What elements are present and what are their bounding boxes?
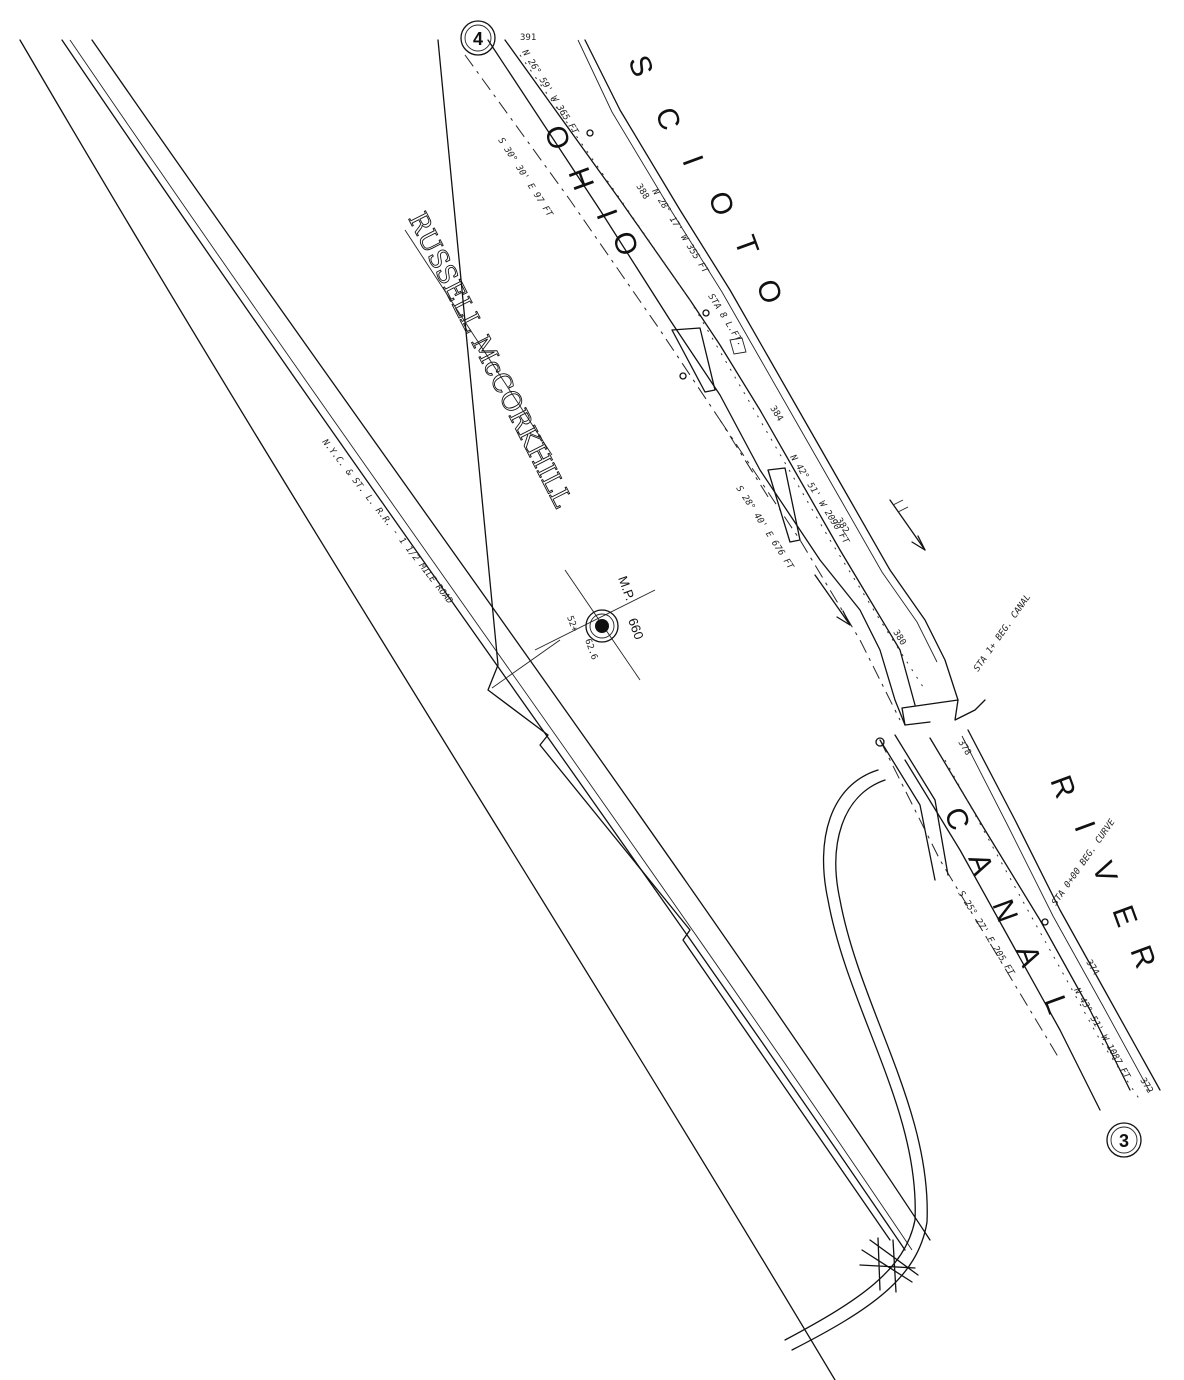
note-1: STA 1+ BEG. CANAL (972, 593, 1033, 674)
bearing-6: N 43° 51' W 1087 FT (1071, 986, 1132, 1082)
flow-arrow-canal (814, 574, 851, 626)
label-canal-n: N (985, 895, 1024, 929)
label-scioto-o: O (701, 187, 741, 222)
survey-point-2 (702, 309, 710, 317)
canal-bank-west-lower (904, 759, 1101, 1111)
road-loop-outer (784, 769, 916, 1341)
lock-upper (671, 327, 801, 543)
label-river-e: E (1105, 901, 1144, 933)
survey-point-5 (1041, 918, 1049, 926)
river-bank-lower (967, 729, 1161, 1091)
survey-line-1 (464, 54, 771, 501)
river-bank-upper (584, 39, 959, 701)
svg-text:3: 3 (1119, 1131, 1129, 1151)
river-bank-upper-outer (577, 39, 938, 663)
lock-walls-lower (879, 734, 949, 881)
label-ohio-h: H (561, 163, 600, 197)
culvert (901, 699, 986, 726)
label-scioto-t: T (727, 231, 765, 261)
label-scioto-c: C (648, 103, 687, 137)
bearing-5: N 28° 17' W 355 FT (649, 186, 710, 275)
milepost-marker (534, 569, 656, 681)
property-line (437, 39, 891, 1241)
elevation-388: 388 (633, 182, 650, 201)
label-canal-a2: A (1009, 941, 1048, 973)
milepost-station: 52+ (564, 615, 579, 634)
elevation-378: 378 (955, 738, 972, 757)
label-ohio-o2: O (605, 227, 645, 262)
railroad-line-2 (69, 39, 913, 1251)
label-scioto-i: I (675, 151, 710, 172)
elevation-384: 384 (767, 404, 784, 423)
survey-line-5 (944, 759, 1141, 1101)
milepost-label: M.P. (615, 574, 638, 603)
railroad-line-outer (19, 39, 836, 1380)
survey-line-3 (879, 739, 1061, 1061)
label-river-v: V (1085, 857, 1124, 889)
survey-line-4 (519, 54, 926, 691)
survey-point-1 (586, 129, 594, 137)
label-scioto-o2: O (749, 275, 789, 310)
property-tie-line (491, 639, 561, 689)
railroad-label: N.Y.C. & ST. L. R.R. - 1 1/2 MILE ROAD (319, 437, 454, 606)
road-loop-inner (791, 779, 928, 1351)
owner-name: RUSSELL McCORKHILL (402, 208, 577, 513)
milepost-number: 660 (625, 616, 647, 642)
elevation-372: 372 (1137, 1076, 1154, 1095)
canal-bank-east-lower (929, 737, 1131, 1091)
railroad-line-1 (61, 39, 906, 1251)
label-canal-a: A (961, 849, 1000, 881)
survey-line-2 (719, 419, 901, 721)
label-river-r: R (1043, 771, 1082, 805)
label-canal-c: C (937, 803, 976, 837)
flow-arrow-river (889, 499, 926, 551)
canal-bank-west-upper (487, 39, 906, 726)
owner-underline (404, 229, 553, 456)
svg-text:4: 4 (473, 29, 483, 49)
label-river-r2: R (1123, 941, 1162, 975)
canal-bank-east-upper (504, 39, 916, 706)
survey-point-3 (679, 372, 687, 380)
label-ohio-i: I (589, 205, 624, 226)
survey-point-4 (875, 737, 885, 747)
bearing-7: N 26° 59' W 365 FT (519, 47, 580, 136)
sheet-marker-top: 4 (460, 20, 496, 56)
railroad-line-3 (91, 39, 931, 1241)
elevation-391: 391 (520, 33, 536, 43)
river-bank-lower-inner (961, 735, 1151, 1093)
label-scioto-s: S (621, 51, 660, 83)
note-3: STA 8 L.FT. (705, 292, 745, 348)
sheet-marker-bottom: 3 (1106, 1122, 1142, 1158)
road-crossing (859, 1237, 919, 1293)
label-canal-l: L (1037, 991, 1074, 1020)
